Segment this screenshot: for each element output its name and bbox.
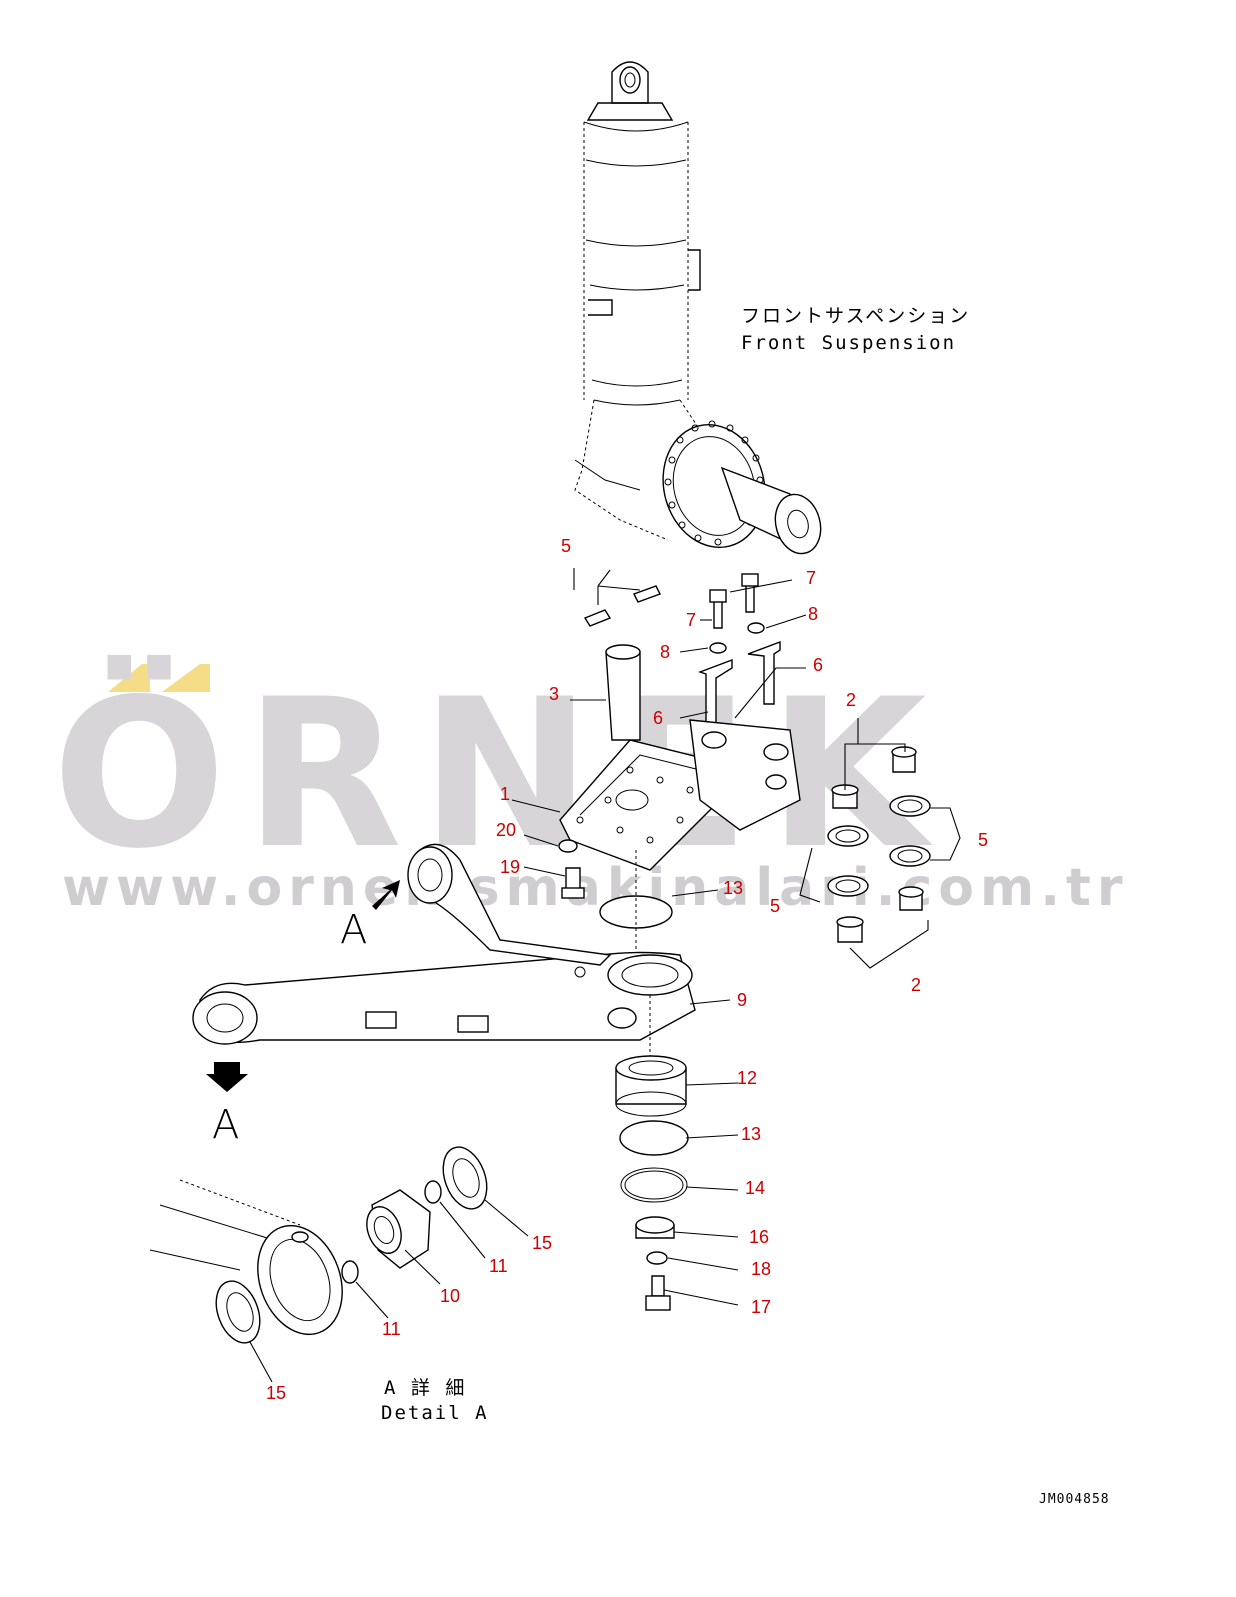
part-label-19: 19 xyxy=(500,857,520,877)
part-label-20: 20 xyxy=(496,820,516,840)
watermark-accent-left xyxy=(108,664,150,692)
title-english: Front Suspension xyxy=(741,332,956,354)
watermark-url: www.orneki̇smaki̇nalari.com.tr xyxy=(62,858,1128,918)
part-label-2b: 2 xyxy=(911,975,921,995)
lower-stack-drawing xyxy=(615,995,689,1311)
part-label-16: 16 xyxy=(749,1227,769,1247)
part-label-5a: 5 xyxy=(978,830,988,850)
view-arrows: A A xyxy=(206,880,400,1148)
part-label-7b: 7 xyxy=(686,610,696,630)
leader-lines xyxy=(249,568,807,1383)
detail-japanese: A 詳 細 xyxy=(384,1377,466,1399)
part-label-5b: 5 xyxy=(770,896,780,916)
part-label-11b: 11 xyxy=(382,1319,401,1339)
part-label-13a: 13 xyxy=(723,878,743,898)
view-marker-upper: A xyxy=(340,907,367,953)
detail-a-drawing xyxy=(149,1146,488,1344)
suspension-cylinder-drawing xyxy=(574,61,822,555)
part-label-15b: 15 xyxy=(266,1383,286,1403)
part-label-17: 17 xyxy=(751,1297,771,1317)
upper-parts-drawing xyxy=(558,569,961,969)
view-marker-lower: A xyxy=(212,1102,239,1148)
part-label-8b: 8 xyxy=(660,642,670,662)
part-label-6b: 6 xyxy=(653,708,663,728)
part-label-12: 12 xyxy=(737,1068,757,1088)
part-labels: 5 7 7 8 8 6 3 6 2 1 5 20 19 13 5 2 9 12 … xyxy=(266,536,988,1403)
part-label-11a: 11 xyxy=(489,1256,508,1276)
watermark-accent-right xyxy=(162,664,210,692)
part-label-8a: 8 xyxy=(808,604,818,624)
detail-english: Detail A xyxy=(381,1402,489,1424)
part-label-15a: 15 xyxy=(532,1233,552,1253)
title-japanese: フロントサスペンション xyxy=(741,305,970,327)
part-label-9: 9 xyxy=(737,990,747,1010)
part-label-18: 18 xyxy=(751,1259,771,1279)
document-id: JM004858 xyxy=(1039,1492,1110,1507)
view-arrow-lower xyxy=(206,1062,248,1092)
a-arm-drawing xyxy=(192,843,696,1045)
view-arrow-upper xyxy=(372,880,400,910)
part-label-13b: 13 xyxy=(741,1124,761,1144)
part-label-10: 10 xyxy=(440,1286,460,1306)
part-label-6a: 6 xyxy=(813,655,823,675)
part-label-14: 14 xyxy=(745,1178,765,1198)
part-label-4: 5 xyxy=(561,536,571,556)
part-label-3: 3 xyxy=(549,684,559,704)
part-label-1: 1 xyxy=(500,784,510,804)
part-label-7a: 7 xyxy=(806,568,816,588)
detail-caption: A 詳 細 Detail A xyxy=(381,1377,489,1424)
title-block: フロントサスペンション Front Suspension xyxy=(741,305,970,354)
part-label-2a: 2 xyxy=(846,690,856,710)
